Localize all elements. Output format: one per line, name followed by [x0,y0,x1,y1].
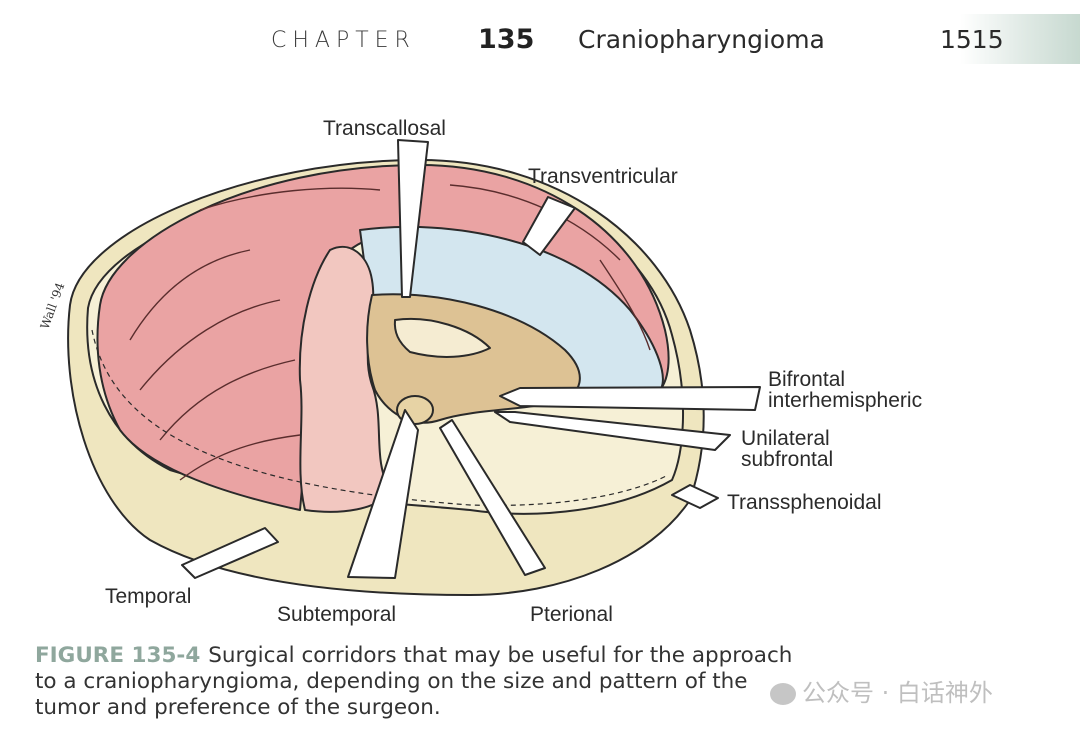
chapter-word: CHAPTER [271,28,416,53]
label-pterional: Pterional [530,603,613,626]
label-bifrontal-line2: interhemispheric [768,389,923,412]
corridor-transsphenoidal [671,484,719,509]
caption-line-2: to a craniopharyngioma, depending on the… [35,669,748,694]
corridor-transcallosal [397,139,429,298]
third-ventricle [393,317,491,358]
corridor-transventricular [522,196,576,256]
header-accent-band [960,14,1080,64]
chapter-number: 135 [478,24,535,55]
brain-illustration-svg: Wall '94 [38,139,761,596]
label-bifrontal-line1: Bifrontal [768,368,846,391]
caption-line-3: tumor and preference of the surgeon. [35,695,441,720]
corridor-subtemporal [347,409,419,579]
running-header: CHAPTER 135 Craniopharyngioma 1515 [0,14,1080,64]
wechat-icon [770,683,796,705]
label-subtemporal: Subtemporal [277,603,397,626]
caption-line-1: Surgical corridors that may be useful fo… [208,643,793,668]
label-unilateral-line1: Unilateral [741,427,830,450]
corridor-temporal [181,527,279,579]
page-number: 1515 [940,25,1004,54]
surgical-corridors [181,139,761,579]
watermark-text: 公众号 · 白话神外 [802,679,993,707]
figure-caption: FIGURE 135-4 Surgical corridors that may … [35,643,1035,721]
label-unilateral-line2: subfrontal [741,448,834,471]
label-transcallosal: Transcallosal [323,117,446,140]
figure-number: FIGURE 135-4 [35,643,201,668]
corridor-pterional [439,419,546,576]
label-temporal: Temporal [105,585,192,608]
watermark: 公众号 · 白话神外 [770,673,993,708]
label-transsphenoidal: Transsphenoidal [727,491,882,514]
corridor-unilateral [494,411,731,451]
skull-diploe-dashes [91,329,669,506]
label-transventricular: Transventricular [528,165,678,188]
chapter-title: Craniopharyngioma [578,25,825,54]
gyri-lines [129,184,651,481]
corridor-bifrontal [499,386,761,411]
surgical-corridors-illustration: Wall '94 Transcallosal Transventricular … [0,90,1080,635]
artist-signature: Wall '94 [38,280,68,331]
